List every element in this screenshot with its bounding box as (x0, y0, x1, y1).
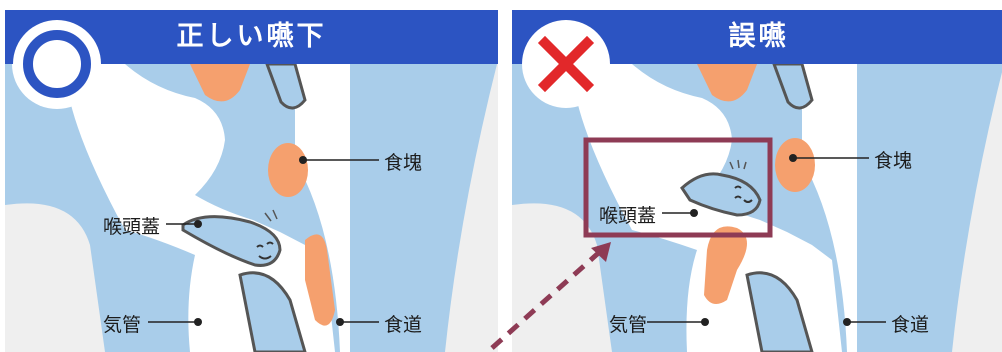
leader-dot (789, 154, 797, 162)
bolus (775, 138, 815, 192)
label-bolus: 食塊 (874, 150, 913, 172)
epiglottis-raised (680, 172, 762, 217)
uvula (771, 62, 814, 110)
epiglottis (181, 215, 282, 267)
cross-mark-icon (522, 20, 610, 108)
trachea-tube (745, 271, 814, 352)
label-epiglottis: 喉頭蓋 (103, 216, 161, 238)
uvula (264, 62, 307, 110)
leader-dot (701, 318, 709, 326)
bolus (268, 143, 308, 197)
epiglottis-face (734, 185, 753, 203)
highlight-box (583, 137, 773, 238)
bone-shape-right (445, 60, 498, 352)
correct-swallow-panel: 正しい嚥下 食塊 喉頭蓋 気管 食道 (5, 10, 498, 352)
label-esophagus: 食道 (891, 314, 930, 336)
bolus-lower (305, 234, 335, 326)
motion-lines (264, 209, 278, 222)
leader-dot (194, 318, 202, 326)
label-trachea: 気管 (103, 314, 142, 336)
bolus-piece (190, 64, 250, 102)
leader-dot (690, 209, 698, 217)
aspiration-panel: 誤嚥 食塊 喉頭蓋 気管 食道 (512, 10, 1002, 352)
leader-dot (336, 318, 344, 326)
leader-dot (843, 318, 851, 326)
circle-mark-icon (13, 20, 101, 108)
bone-shape (5, 203, 105, 352)
esophagus-passage (295, 64, 350, 352)
bone-shape-right (952, 72, 1002, 352)
aspirated-bolus (704, 226, 747, 304)
distress-lines (729, 159, 747, 170)
label-bolus: 食塊 (384, 152, 423, 174)
label-esophagus: 食道 (384, 314, 423, 336)
bolus-piece (697, 64, 757, 102)
epiglottis-face (256, 241, 274, 260)
trachea-tube (238, 271, 307, 352)
label-trachea: 気管 (609, 314, 648, 336)
label-epiglottis: 喉頭蓋 (599, 205, 657, 227)
leader-dot (194, 220, 202, 228)
esophagus-passage (802, 64, 857, 352)
leader-dot (299, 156, 307, 164)
